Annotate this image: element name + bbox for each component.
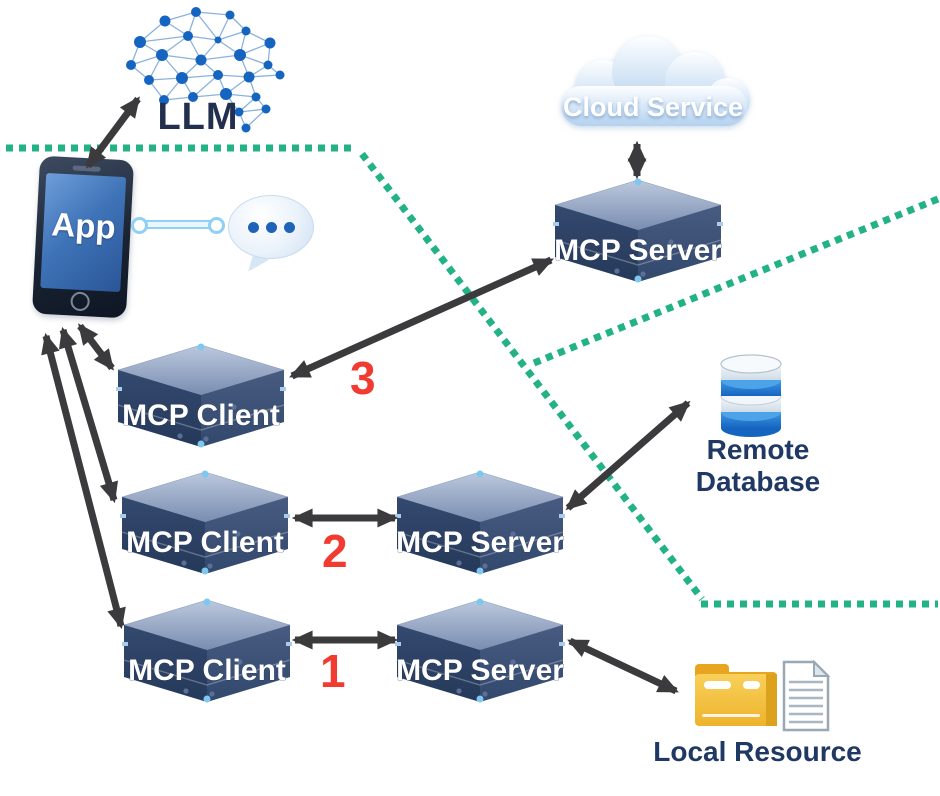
bubble-dot bbox=[247, 221, 259, 233]
arrow-app-client1 bbox=[77, 323, 115, 371]
mcp-server-bottom-label: MCP Server bbox=[396, 654, 564, 687]
mcp-client-3-label: MCP Client bbox=[128, 654, 286, 687]
mcp-server-mid-label: MCP Server bbox=[396, 526, 564, 559]
mcp-server-top-label: MCP Server bbox=[554, 234, 722, 267]
folder-icon bbox=[695, 664, 777, 726]
app-label: App bbox=[50, 204, 117, 246]
arrow-client1-server-top bbox=[289, 256, 554, 380]
local-resource-label: Local Resource bbox=[653, 736, 862, 767]
bubble-dot bbox=[283, 221, 295, 233]
mcp-client-1-box: MCP Client bbox=[116, 343, 286, 448]
app-phone-icon: App bbox=[31, 155, 135, 319]
chat-connector-line bbox=[140, 220, 218, 229]
arrow-server-bot-local-res bbox=[567, 637, 679, 695]
arrow-app-client3 bbox=[41, 332, 126, 630]
step-number-3: 3 bbox=[350, 352, 376, 404]
phone-screen: App bbox=[40, 172, 127, 293]
document-icon bbox=[782, 659, 831, 732]
cloud-icon bbox=[561, 36, 750, 126]
mcp-client-1-label: MCP Client bbox=[122, 399, 280, 432]
mcp-server-top-box: MCP Server bbox=[553, 178, 723, 283]
connector-ring-left bbox=[131, 217, 148, 234]
chat-bubble-icon bbox=[228, 195, 314, 259]
local-resource-icon bbox=[695, 659, 831, 732]
cloud-service-label: Cloud Service bbox=[562, 92, 744, 122]
step-number-1: 1 bbox=[320, 645, 346, 697]
mcp-server-bottom-box: MCP Server bbox=[395, 598, 565, 703]
step-number-2: 2 bbox=[322, 525, 348, 577]
mcp-server-mid-box: MCP Server bbox=[395, 470, 565, 575]
remote-database-label: Remote Database bbox=[695, 434, 821, 497]
phone-home-button bbox=[70, 291, 91, 312]
mcp-client-3-box: MCP Client bbox=[122, 598, 292, 703]
llm-label: LLM bbox=[157, 96, 239, 138]
remote-database-icon bbox=[720, 354, 782, 437]
llm-brain-icon bbox=[126, 7, 285, 133]
arrow-app-client2 bbox=[58, 326, 119, 504]
phone-speaker bbox=[72, 165, 101, 172]
connector-ring-right bbox=[208, 217, 225, 234]
bubble-dot bbox=[265, 221, 277, 233]
mcp-client-2-label: MCP Client bbox=[126, 526, 284, 559]
mcp-client-2-box: MCP Client bbox=[120, 470, 290, 575]
